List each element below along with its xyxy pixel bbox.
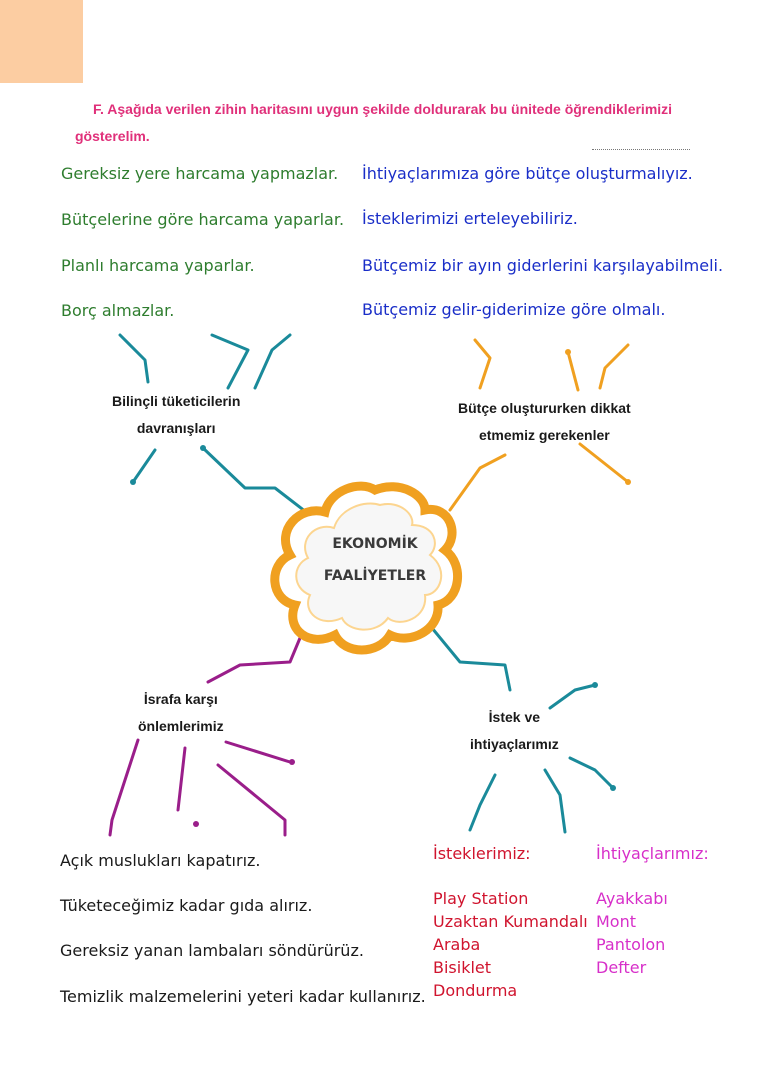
answer-waste-4: Temizlik malzemelerini yeteri kadar kull… — [60, 987, 426, 1006]
needs-item: Defter — [596, 958, 647, 977]
answer-budget-1: İhtiyaçlarımıza göre bütçe oluşturmalıyı… — [362, 164, 693, 183]
needs-item: Pantolon — [596, 935, 666, 954]
center-label: EKONOMİK FAALİYETLER — [300, 528, 450, 592]
answer-budget-4: Bütçemiz gelir-giderimize göre olmalı. — [362, 300, 666, 319]
needs-item: Mont — [596, 912, 637, 931]
branch-wants-line-2: ihtiyaçlarımız — [470, 736, 559, 752]
branch-waste-line-1: İsrafa karşı — [143, 691, 218, 707]
branch-conscious-line-1: Bilinçli tüketicilerin — [112, 393, 241, 409]
teal-branches-bottom-right — [430, 626, 615, 834]
needs-list: Ayakkabı Mont Pantolon Defter — [596, 887, 668, 979]
answer-conscious-2: Bütçelerine göre harcama yaparlar. — [61, 210, 345, 229]
branch-label-waste: İsrafa karşı önlemlerimiz — [138, 686, 224, 740]
answer-waste-1: Açık muslukları kapatırız. — [60, 851, 261, 870]
orange-branches-top-right — [448, 338, 630, 512]
wants-item: Uzaktan Kumandalı — [433, 912, 588, 931]
wants-list: Play Station Uzaktan Kumandalı Araba Bis… — [433, 887, 588, 1002]
answer-waste-2: Tüketeceğimiz kadar gıda alırız. — [60, 896, 313, 915]
instruction-text: F. Aşağıda verilen zihin haritasını uygu… — [75, 96, 715, 150]
wants-item: Dondurma — [433, 981, 518, 1000]
branch-wants-line-1: İstek ve — [488, 709, 541, 725]
branch-label-conscious-consumers: Bilinçli tüketicilerin davranışları — [112, 388, 240, 442]
center-label-line-1: EKONOMİK — [332, 536, 418, 552]
needs-item: Ayakkabı — [596, 889, 668, 908]
corner-decoration — [0, 0, 83, 83]
center-label-line-2: FAALİYETLER — [323, 568, 427, 584]
instruction-line-2: gösterelim. — [75, 128, 150, 144]
answer-budget-3: Bütçemiz bir ayın giderlerini karşılayab… — [362, 256, 724, 275]
answer-conscious-1: Gereksiz yere harcama yapmazlar. — [61, 164, 339, 183]
answer-conscious-3: Planlı harcama yaparlar. — [61, 256, 255, 275]
wants-item: Play Station — [433, 889, 529, 908]
wants-heading: İsteklerimiz: — [433, 844, 531, 863]
dotted-answer-line — [592, 149, 690, 150]
branch-conscious-line-2: davranışları — [136, 420, 216, 436]
wants-item: Araba — [433, 935, 481, 954]
instruction-line-1: F. Aşağıda verilen zihin haritasını uygu… — [93, 101, 673, 117]
wants-item: Bisiklet — [433, 958, 492, 977]
teal-branches-top-left — [118, 333, 312, 517]
branch-budget-line-1: Bütçe oluştururken dikkat — [458, 400, 631, 416]
branch-waste-line-2: önlemlerimiz — [138, 718, 224, 734]
answer-conscious-4: Borç almazlar. — [61, 301, 175, 320]
needs-heading: İhtiyaçlarımız: — [596, 844, 709, 863]
branch-budget-line-2: etmemiz gerekenler — [478, 427, 610, 443]
branch-label-budget: Bütçe oluştururken dikkat etmemiz gereke… — [458, 395, 631, 449]
answer-waste-3: Gereksiz yanan lambaları söndürürüz. — [60, 941, 364, 960]
answer-budget-2: İsteklerimizi erteleyebiliriz. — [362, 209, 578, 228]
branch-label-wants-needs: İstek ve ihtiyaçlarımız — [470, 704, 559, 758]
